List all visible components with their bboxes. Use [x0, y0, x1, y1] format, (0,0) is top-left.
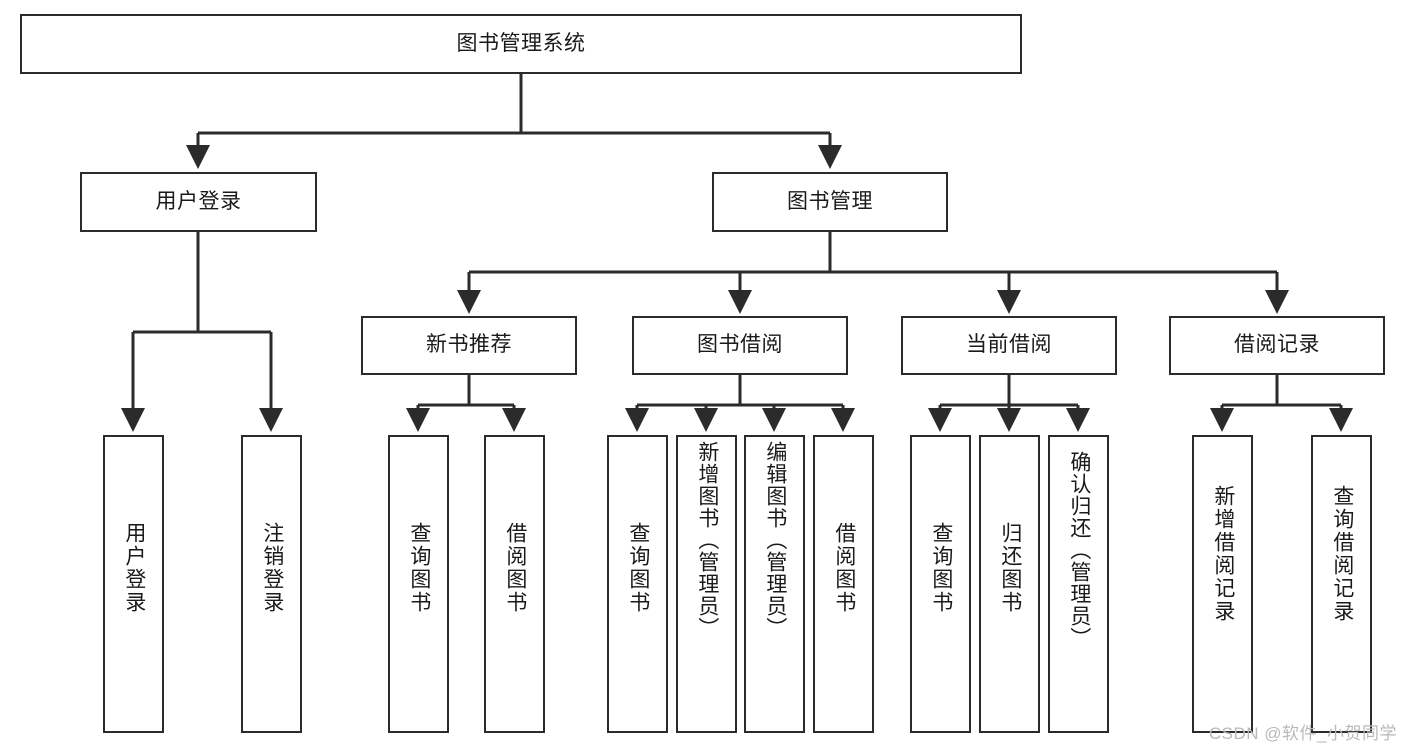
- node-label: 图书管理: [787, 189, 873, 213]
- node-label: 图书借阅: [697, 333, 783, 357]
- node-label: 查询图书: [929, 522, 953, 614]
- node-leaf-query-book-current[interactable]: 查询图书: [910, 435, 971, 733]
- node-leaf-query-book-recommend[interactable]: 查询图书: [388, 435, 449, 733]
- node-leaf-user-logout[interactable]: 注销登录: [241, 435, 302, 733]
- node-user-login[interactable]: 用户登录: [80, 172, 317, 232]
- node-label: 编辑图书（管理员）: [763, 441, 787, 639]
- node-book-borrow[interactable]: 图书借阅: [632, 316, 848, 375]
- node-label: 当前借阅: [966, 333, 1052, 357]
- node-leaf-query-borrow-record[interactable]: 查询借阅记录: [1311, 435, 1372, 733]
- node-leaf-add-book-admin[interactable]: 新增图书（管理员）: [676, 435, 737, 733]
- node-leaf-confirm-return-admin[interactable]: 确认归还（管理员）: [1048, 435, 1109, 733]
- node-label: 确认归还（管理员）: [1067, 451, 1091, 649]
- node-current-borrow[interactable]: 当前借阅: [901, 316, 1117, 375]
- node-label: 借阅记录: [1234, 333, 1320, 357]
- node-borrow-record[interactable]: 借阅记录: [1169, 316, 1385, 375]
- node-leaf-borrow-book[interactable]: 借阅图书: [813, 435, 874, 733]
- node-leaf-edit-book-admin[interactable]: 编辑图书（管理员）: [744, 435, 805, 733]
- node-label: 注销登录: [260, 522, 284, 614]
- node-label: 用户登录: [155, 189, 242, 213]
- node-label: 新书推荐: [426, 333, 512, 357]
- node-leaf-query-book-borrow[interactable]: 查询图书: [607, 435, 668, 733]
- node-book-management[interactable]: 图书管理: [712, 172, 948, 232]
- node-label: 新增借阅记录: [1211, 485, 1235, 623]
- node-label: 图书管理系统: [456, 31, 586, 55]
- node-label: 新增图书（管理员）: [695, 441, 719, 639]
- node-label: 借阅图书: [832, 522, 856, 614]
- node-leaf-add-borrow-record[interactable]: 新增借阅记录: [1192, 435, 1253, 733]
- node-leaf-return-book[interactable]: 归还图书: [979, 435, 1040, 733]
- node-leaf-borrow-book-recommend[interactable]: 借阅图书: [484, 435, 545, 733]
- node-label: 查询图书: [626, 522, 650, 614]
- node-root-book-management-system[interactable]: 图书管理系统: [20, 14, 1022, 74]
- node-new-book-recommend[interactable]: 新书推荐: [361, 316, 577, 375]
- node-leaf-user-login[interactable]: 用户登录: [103, 435, 164, 733]
- watermark-credit: CSDN @软件_小贺同学: [1208, 724, 1397, 743]
- node-label: 借阅图书: [503, 522, 527, 614]
- node-label: 用户登录: [122, 522, 146, 614]
- node-label: 查询图书: [407, 522, 431, 614]
- node-label: 归还图书: [998, 522, 1022, 614]
- node-label: 查询借阅记录: [1330, 485, 1354, 623]
